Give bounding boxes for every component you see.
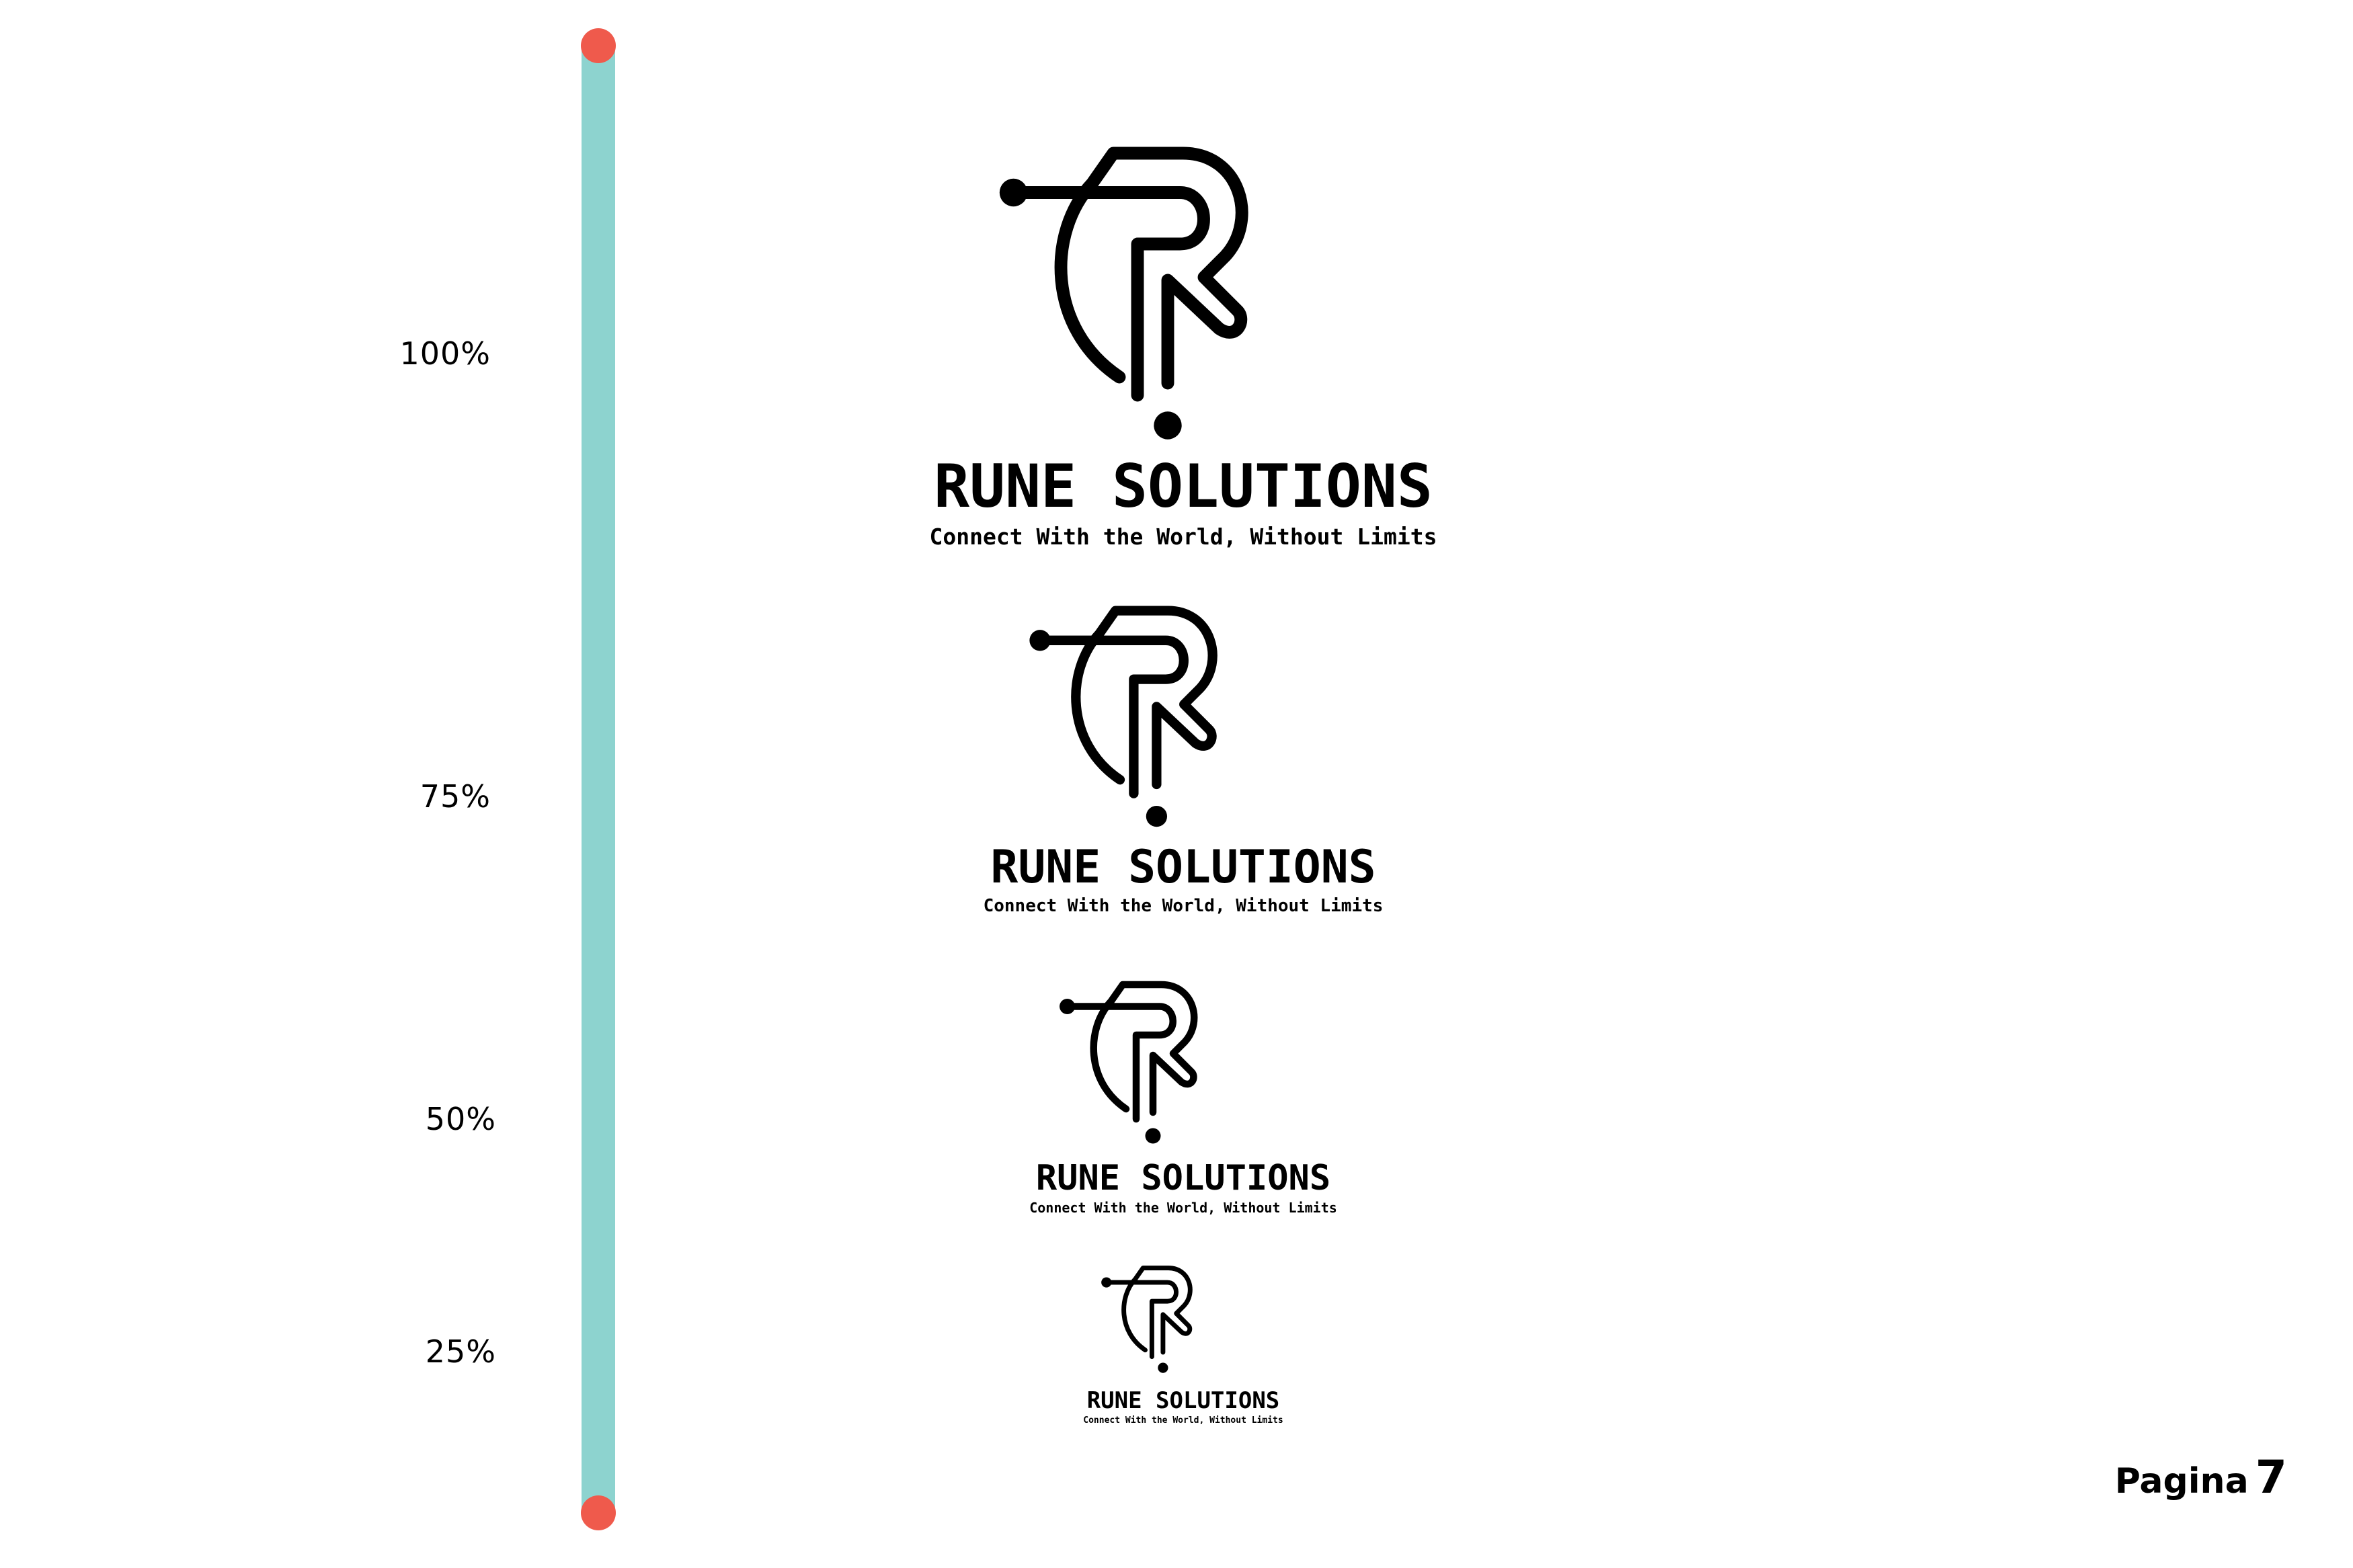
page-word: Pagina: [2114, 1461, 2249, 1501]
rune-r-logo-icon: [1029, 606, 1218, 827]
tagline: Connect With the World, Without Limits: [983, 896, 1384, 916]
tagline: Connect With the World, Without Limits: [1029, 1200, 1337, 1216]
logo-25: RUNE SOLUTIONS Connect With the World, W…: [1076, 1264, 1291, 1425]
tagline: Connect With the World, Without Limits: [929, 524, 1437, 550]
brand-name: RUNE SOLUTIONS: [934, 452, 1433, 521]
logo-50: RUNE SOLUTIONS Connect With the World, W…: [1022, 978, 1345, 1214]
rune-r-logo-icon: [1060, 981, 1198, 1144]
rune-r-logo-icon: [1101, 1266, 1193, 1373]
tagline: Connect With the World, Without Limits: [1083, 1415, 1283, 1426]
logo-75: RUNE SOLUTIONS Connect With the World, W…: [975, 602, 1392, 915]
scale-label-50: 50%: [425, 1101, 496, 1137]
scale-bottom-dot: [581, 1495, 616, 1530]
scale-label-75: 75%: [420, 778, 491, 815]
scale-top-dot: [581, 28, 616, 63]
brand-name: RUNE SOLUTIONS: [1086, 1387, 1280, 1414]
scale-label-25: 25%: [425, 1333, 496, 1370]
scale-bar: [582, 46, 615, 1513]
brand-name: RUNE SOLUTIONS: [1035, 1158, 1331, 1198]
rune-r-logo-icon: [999, 147, 1248, 440]
page-number-value: 7: [2255, 1451, 2287, 1504]
scale-label-100: 100%: [399, 335, 491, 372]
brand-name: RUNE SOLUTIONS: [990, 841, 1376, 894]
logo-100: RUNE SOLUTIONS Connect With the World, W…: [928, 141, 1439, 548]
